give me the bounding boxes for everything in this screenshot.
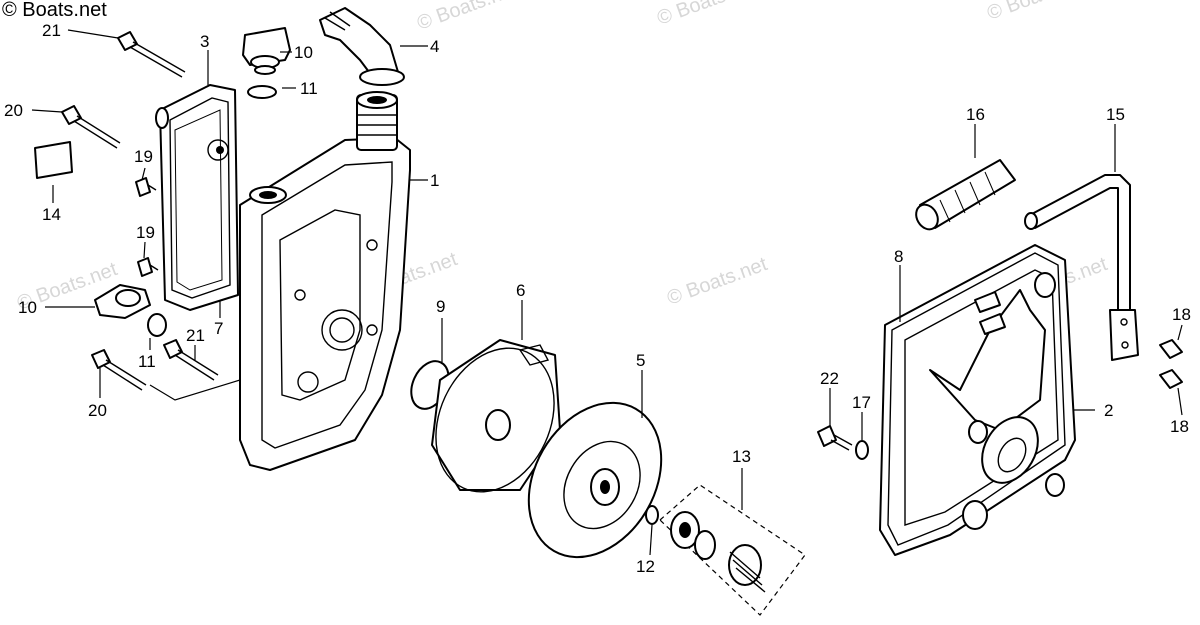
part-2-cover [879,244,1076,556]
callout-18: 18 [1170,417,1189,436]
callout-21: 21 [42,21,61,40]
part-18-bolt [1159,339,1183,359]
part-10-plug [94,284,151,319]
part-19-bolt [135,177,157,197]
callout-15: 15 [1106,105,1125,124]
callout-7: 7 [214,319,223,338]
part-11-ring [247,85,277,99]
callout-17: 17 [852,393,871,412]
part-11-ring-lower [147,313,167,337]
callout-16: 16 [966,105,985,124]
callout-19: 19 [134,147,153,166]
callout-12: 12 [636,557,655,576]
copyright-label: © Boats.net [2,0,107,21]
part-3-cover [155,84,239,311]
callout-21: 21 [186,326,205,345]
callout-18: 18 [1172,305,1191,324]
watermark: © Boats.net [654,0,760,30]
part-19-bolt-lower [137,257,159,277]
part-12-washer [645,505,659,525]
watermark: © Boats.net [984,0,1090,25]
part-1-case [239,91,411,471]
part-18-bolt-lower [1159,369,1183,389]
callout-14: 14 [42,205,61,224]
part-21-bolt [117,31,186,78]
leader-lines [31,29,1183,556]
part-16-grip [915,159,1016,231]
watermark: © Boats.net [664,253,770,310]
callout-8: 8 [894,247,903,266]
part-6-drum [431,339,561,493]
callout-4: 4 [430,37,439,56]
callout-3: 3 [200,32,209,51]
callout-22: 22 [820,369,839,388]
part-4-elbow [319,7,405,86]
part-15-rod [1024,174,1139,361]
callout-9: 9 [436,297,445,316]
callout-5: 5 [636,351,645,370]
part-20-bolt-lower [91,349,147,391]
part-20-bolt [61,105,121,149]
callout-6: 6 [516,281,525,300]
part-13-seal-kit [659,484,806,616]
part-10-cap [242,27,291,75]
part-17-washer [855,440,869,460]
callout-10: 10 [18,298,37,317]
part-21-bolt-lower [163,339,219,381]
callout-numbers: 21 3 10 11 4 20 1 19 14 19 10 7 11 21 20… [4,21,1191,576]
callout-19: 19 [136,223,155,242]
callout-10: 10 [294,43,313,62]
callout-20: 20 [4,101,23,120]
callout-2: 2 [1104,401,1113,420]
callout-13: 13 [732,447,751,466]
callout-11: 11 [138,352,156,371]
part-22-bolt [817,425,853,451]
watermark: © Boats.net [414,0,520,35]
part-14-label [34,141,73,179]
callout-11: 11 [300,79,318,98]
callout-20: 20 [88,401,107,420]
callout-1: 1 [430,171,439,190]
